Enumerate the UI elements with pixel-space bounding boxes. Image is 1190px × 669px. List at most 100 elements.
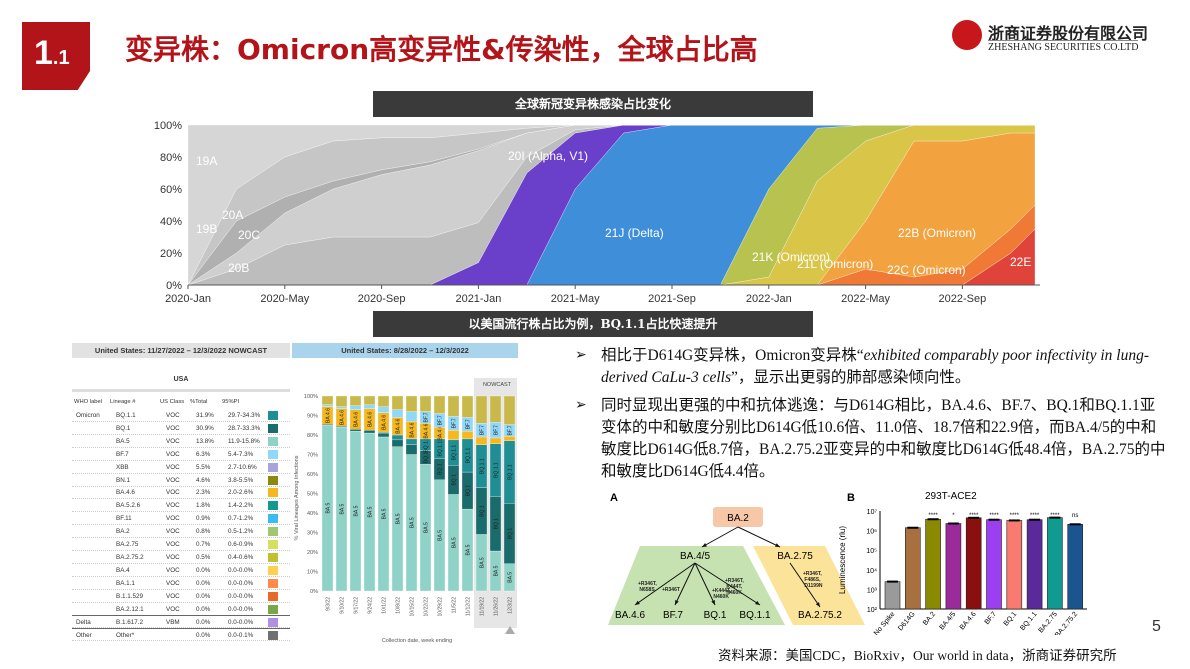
cell-lineage: Other* [116,632,135,640]
x-tick-label: 11/12/22 [466,597,472,616]
cell-cls: VOC [166,528,180,536]
leaf-label: BQ.1 [704,610,727,621]
logo-cn: 浙商证券股份有限公司 [988,24,1149,43]
cell-lineage: BA.2 [116,528,130,536]
series-label: 19A [196,154,217,168]
bar-segment-label: BA.5 [494,565,500,576]
arrowhead-icon [775,543,780,547]
bar-segment-other [363,395,376,405]
y-tick-label: 60% [307,472,318,478]
bar-segment-label: BA.5 [480,557,486,568]
x-axis-label: Collection date, week ending [382,638,452,644]
x-tick-label: BA.2.75.2 [1054,611,1079,635]
cell-lineage: BA.4 [116,566,130,574]
arrowhead-icon [675,600,679,605]
panel-label: B [847,492,855,504]
cell-lineage: BF.7 [116,450,129,458]
leaf-label: BA.4.6 [615,610,645,621]
bar-segment-label: BA.4.6 [368,412,374,427]
mutation-line: +R346T, [638,581,657,587]
y-tick-label: 10² [867,607,878,614]
cell-lineage: BA.2.12.1 [116,605,144,613]
y-tick-label: 10⁶ [866,529,877,536]
arrowhead-icon [755,600,760,605]
cell-lineage: BA.1.1 [116,579,135,587]
cell-total: 13.8% [196,437,214,445]
cell-pi: 0.7-1.2% [228,515,254,523]
arrow [701,526,739,548]
y-tick-label: 20% [160,248,182,260]
cell-lineage: BQ.1 [116,424,131,432]
bar-segment-label: BQ.1 [438,463,444,475]
bar-segment-label: BA.4.6 [326,408,332,423]
bar-segment-other [461,395,474,418]
x-tick-label: 11/19/22 [480,597,486,616]
mutation-label: +R346T, N658S [638,581,657,593]
bar [905,527,921,610]
cell-total: 31.9% [196,412,214,419]
cell-cls: VOC [166,450,180,458]
x-tick-label: 11/26/22 [494,597,500,616]
cell-pi: 0.6-0.9% [228,541,254,548]
bar-segment-other [405,395,418,412]
bar-segment-BF.7 [405,411,418,422]
bar-segment-BF.7 [377,406,390,413]
bar [884,581,901,610]
color-swatch [268,565,278,575]
series-label: 20C [238,228,260,242]
bar-segment-BA.4.6 [503,436,516,441]
cell-pi: 0.5-1.2% [228,528,254,536]
cell-pi: 11.9-15.8% [228,437,260,445]
bar-segment-BF.7 [363,404,376,409]
mutation-label: +R346T, K444T, N460K [725,578,744,596]
arrowhead-icon [635,600,640,605]
bar-segment-BA.4.6 [447,429,460,441]
leaf-label: BF.7 [663,610,683,621]
series-label: 22C (Omicron) [887,263,966,277]
leaf-label: BQ.1.1 [739,610,771,621]
cell-lineage: B.1.1.529 [116,592,143,600]
leaf-label: BA.2.75.2 [798,610,842,621]
cell-cls: VOC [166,579,180,587]
cell-who: Omicron [76,412,100,419]
arrow [737,526,781,548]
ba45-group [608,546,785,625]
bar-segment-label: BF.7 [452,418,458,428]
cell-cls: VOC [166,489,180,497]
x-tick-label: 10/1/22 [382,597,388,614]
bar-segment-other [475,395,488,424]
mutation-line: N460K [725,590,742,596]
column-header: Lineage # [110,399,136,405]
color-swatch [268,475,278,485]
significance-label: **** [1050,513,1060,519]
x-tick-label: 2021-Jan [455,293,501,305]
x-tick-label: 11/5/22 [452,597,458,614]
x-tick-label: 12/3/22 [508,597,514,614]
bar-segment-label: BA.4.6 [340,410,346,425]
cell-total: 0.0% [196,605,211,613]
cell-pi: 0.0-0.0% [228,566,254,574]
bar-segment-label: BA.5 [410,517,416,528]
series-label: 21K (Omicron) [752,250,830,264]
mutation-line: D1199N [803,583,823,589]
bar-segment-label: BQ.1 [480,505,486,517]
bar-segment-label: BQ.1 [494,518,500,530]
x-tick-label: 2022-Jan [746,293,792,305]
panel-label: A [610,492,618,504]
arrow-bullet-icon: ➢ [575,398,587,413]
area-series-19A [187,124,1035,286]
scroll-up-icon[interactable] [505,626,515,634]
cell-pi: 2.7-10.6% [228,463,257,471]
cell-lineage: BQ.1.1 [116,412,136,419]
mutation-line: N460K [712,594,729,600]
y-axis-label: % Viral Lineages Among Infections [294,455,300,540]
y-tick-label: 0% [166,280,182,292]
ba275-group [753,546,865,625]
